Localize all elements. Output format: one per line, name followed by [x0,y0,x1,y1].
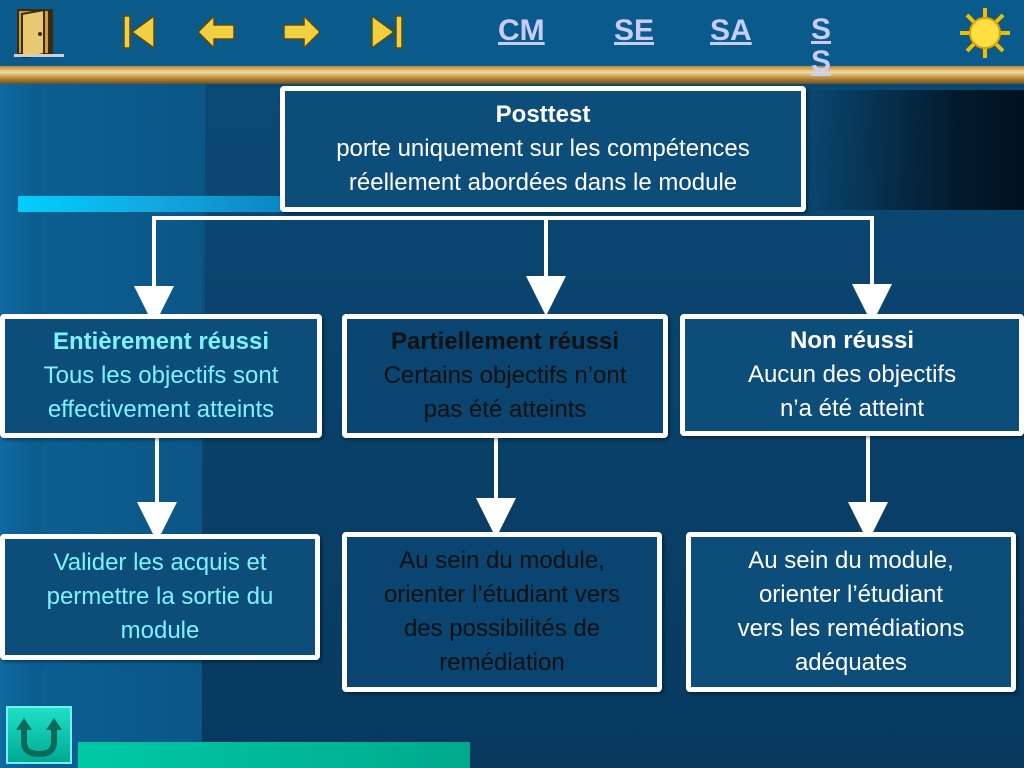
adequate-remediation-line4: adéquates [794,649,908,676]
u-turn-arrow-icon [16,718,62,758]
nav-link-ss[interactable]: S S [810,13,831,78]
fully-passed-title: Entièrement réussi [52,328,270,355]
exit-door-icon[interactable] [14,6,64,58]
remediation-options-line4: remédiation [439,649,565,676]
navigation-bar [0,0,1024,66]
partially-passed-title: Partiellement réussi [390,328,620,355]
validate-line2: permettre la sortie du [46,583,274,610]
nav-link-sa[interactable]: SA [710,14,752,47]
validate-line1: Valider les acquis et [53,549,267,576]
background-glow [800,90,1024,210]
next-slide-icon[interactable] [282,12,322,52]
not-passed-line2: n’a été atteint [779,395,925,422]
posttest-box: Posttest porte uniquement sur les compét… [280,86,806,212]
fully-passed-box: Entièrement réussi Tous les objectifs so… [0,314,322,438]
adequate-remediation-box: Au sein du module, orienter l’étudiant v… [686,532,1016,692]
fully-passed-line1: Tous les objectifs sont [43,362,279,389]
adequate-remediation-line3: vers les remédiations [737,615,965,642]
posttest-line1: porte uniquement sur les compétences [336,135,750,162]
gold-divider [0,66,1024,84]
partially-passed-box: Partiellement réussi Certains objectifs … [342,314,668,438]
not-passed-title: Non réussi [789,327,915,354]
nav-link-se[interactable]: SE [614,14,655,47]
sun-icon[interactable] [958,6,1012,60]
not-passed-box: Non réussi Aucun des objectifs n’a été a… [680,314,1024,436]
last-slide-icon[interactable] [366,12,406,52]
partially-passed-line1: Certains objectifs n’ont [383,362,627,389]
not-passed-line1: Aucun des objectifs [747,361,957,388]
validate-box: Valider les acquis et permettre la sorti… [0,534,320,660]
decorative-bar [18,196,282,212]
remediation-options-line3: des possibilités de [403,615,601,642]
remediation-options-line1: Au sein du module, [399,547,605,574]
adequate-remediation-line2: orienter l’étudiant [758,581,944,608]
posttest-title: Posttest [495,101,591,128]
validate-line3: module [120,617,200,644]
first-slide-icon[interactable] [120,12,160,52]
adequate-remediation-line1: Au sein du module, [748,547,954,574]
previous-slide-icon[interactable] [196,12,236,52]
nav-link-cm[interactable]: CM [498,14,545,47]
remediation-options-line2: orienter l’étudiant vers [383,581,621,608]
remediation-options-box: Au sein du module, orienter l’étudiant v… [342,532,662,692]
partially-passed-line2: pas été atteints [423,396,587,423]
return-button[interactable] [6,706,72,764]
posttest-line2: réellement abordées dans le module [348,169,738,196]
decorative-bar [78,742,470,768]
fully-passed-line2: effectivement atteints [47,396,275,423]
